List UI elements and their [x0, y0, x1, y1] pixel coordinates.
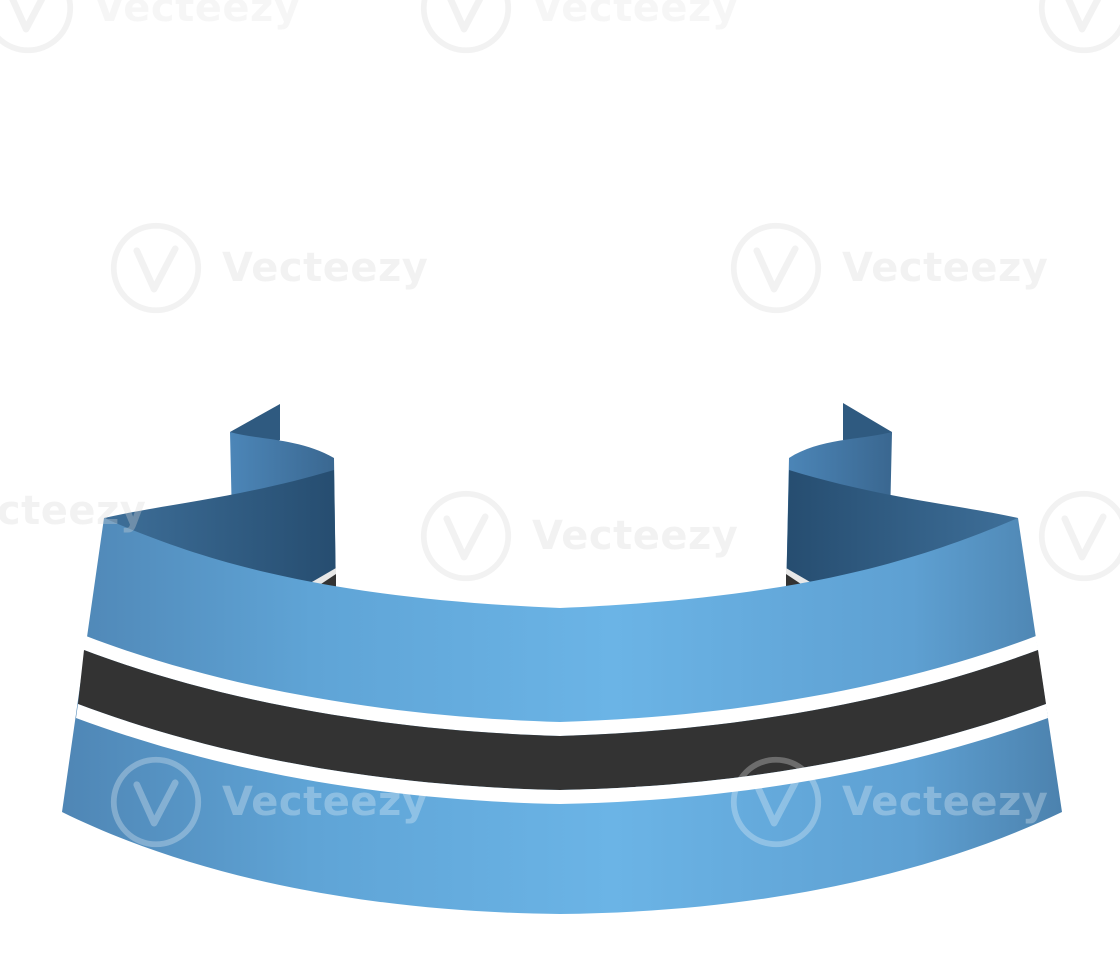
ribbon-right-inner	[786, 470, 1018, 600]
ribbon-left-inner	[104, 470, 336, 600]
ribbon-white-stripe-bottom	[76, 704, 1048, 804]
ribbon-white-stripe-top	[84, 636, 1038, 736]
ribbon-black-stripe	[78, 650, 1046, 790]
ribbon-front-band	[62, 518, 1062, 914]
